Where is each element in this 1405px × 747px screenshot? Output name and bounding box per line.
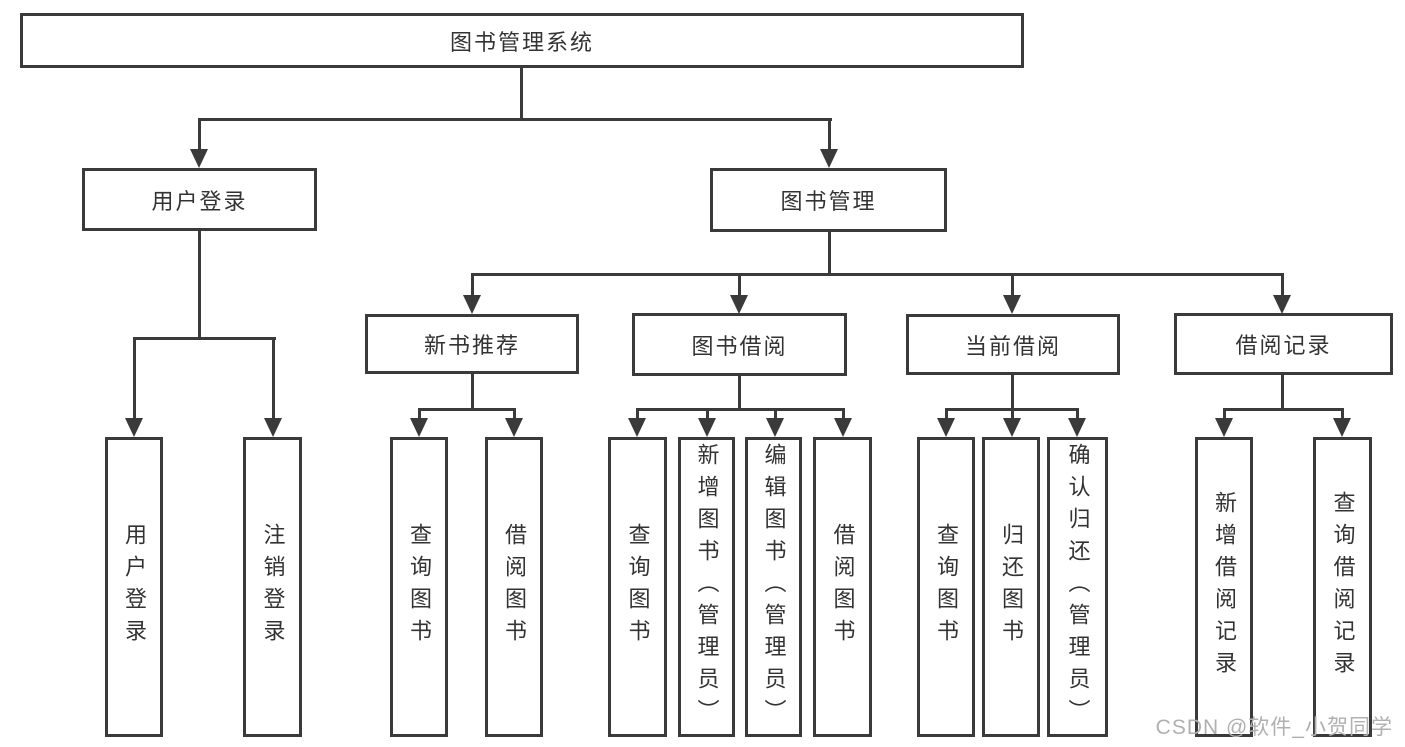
connector-stem-leaf-query-books-1 xyxy=(418,408,421,422)
leaf-logout: 注销登录 xyxy=(243,437,302,737)
arrowhead-leaf-query-books-3 xyxy=(937,418,955,437)
arrowhead-book-borrow xyxy=(730,295,748,314)
leaf-add-borrow-record-label: 新增借阅记录 xyxy=(1212,491,1237,683)
arrowhead-leaf-add-book xyxy=(698,418,716,437)
node-borrow-records-label: 借阅记录 xyxy=(1235,333,1332,358)
node-current-borrow: 当前借阅 xyxy=(906,314,1120,375)
arrowhead-leaf-edit-book xyxy=(766,418,784,437)
arrowhead-leaf-confirm-return xyxy=(1068,418,1086,437)
leaf-confirm-return-admin: 确认归还（管理员） xyxy=(1047,437,1108,737)
connector-stem-leaf-query-books-3 xyxy=(945,408,948,422)
connector-stem-leaf-confirm-return xyxy=(1076,408,1079,422)
node-user-login: 用户登录 xyxy=(82,168,317,231)
connector-stem-borrow-records xyxy=(1281,273,1284,298)
node-current-borrow-label: 当前借阅 xyxy=(964,333,1061,359)
watermark: CSDN @软件_小贺同学 xyxy=(1155,716,1393,739)
arrowhead-book-management xyxy=(820,149,838,168)
node-root-label: 图书管理系统 xyxy=(449,29,594,55)
leaf-borrow-books-2: 借阅图书 xyxy=(813,437,872,737)
leaf-query-books-3: 查询图书 xyxy=(917,437,975,737)
leaf-query-books-2-label: 查询图书 xyxy=(625,523,651,651)
leaf-add-borrow-record: 新增借阅记录 xyxy=(1195,437,1253,737)
connector-book-borrow-horizontal xyxy=(636,408,845,411)
node-new-book-recommend-label: 新书推荐 xyxy=(423,333,520,358)
leaf-query-books-1-label: 查询图书 xyxy=(407,523,432,651)
leaf-query-books-2: 查询图书 xyxy=(608,437,667,737)
leaf-edit-book-admin-label: 编辑图书（管理员） xyxy=(761,443,787,731)
connector-level1-horizontal xyxy=(198,118,832,121)
connector-borrow-records-horizontal xyxy=(1223,408,1344,411)
arrowhead-leaf-query-record xyxy=(1333,418,1351,437)
connector-stem-leaf-user-login xyxy=(133,337,136,422)
arrowhead-leaf-logout xyxy=(264,418,282,437)
arrowhead-new-book xyxy=(463,295,481,314)
arrowhead-borrow-records xyxy=(1273,295,1291,314)
connector-new-book-horizontal xyxy=(418,408,516,411)
connector-stem-user-login xyxy=(198,118,201,152)
leaf-borrow-books-2-label: 借阅图书 xyxy=(830,523,856,651)
connector-stem-book-management xyxy=(828,118,831,152)
connector-user-login-horizontal xyxy=(133,337,276,340)
node-new-book-recommend: 新书推荐 xyxy=(365,314,579,374)
connector-book-borrow-down xyxy=(738,376,741,411)
arrowhead-leaf-add-record xyxy=(1215,418,1233,437)
leaf-user-login: 用户登录 xyxy=(105,437,163,737)
leaf-edit-book-admin: 编辑图书（管理员） xyxy=(745,437,802,737)
connector-stem-leaf-edit-book xyxy=(774,408,777,422)
leaf-user-login-label: 用户登录 xyxy=(122,523,147,651)
leaf-query-books-3-label: 查询图书 xyxy=(934,523,959,651)
connector-level2-horizontal xyxy=(472,273,1284,276)
arrowhead-leaf-query-books-2 xyxy=(628,418,646,437)
leaf-query-books-1: 查询图书 xyxy=(390,437,448,737)
connector-current-borrow-down xyxy=(1011,374,1014,411)
connector-borrow-records-down xyxy=(1281,375,1284,411)
connector-stem-leaf-query-books-2 xyxy=(636,408,639,422)
leaf-query-borrow-record: 查询借阅记录 xyxy=(1313,437,1372,737)
connector-book-management-down xyxy=(828,231,831,276)
leaf-query-borrow-record-label: 查询借阅记录 xyxy=(1330,491,1356,683)
leaf-borrow-books-1-label: 借阅图书 xyxy=(502,523,527,651)
connector-stem-leaf-borrow-books-2 xyxy=(842,408,845,422)
arrowhead-leaf-borrow-books-2 xyxy=(834,418,852,437)
node-book-borrow: 图书借阅 xyxy=(632,313,847,376)
node-book-management-label: 图书管理 xyxy=(780,189,877,214)
connector-stem-leaf-add-record xyxy=(1223,408,1226,422)
connector-root-trunk xyxy=(520,68,523,121)
arrowhead-leaf-user-login xyxy=(125,418,143,437)
node-root: 图书管理系统 xyxy=(20,13,1024,68)
connector-stem-leaf-query-record xyxy=(1341,408,1344,422)
arrowhead-user-login xyxy=(190,149,208,168)
leaf-logout-label: 注销登录 xyxy=(260,523,286,651)
arrowhead-current-borrow xyxy=(1003,295,1021,314)
connector-stem-book-borrow xyxy=(738,273,741,298)
node-borrow-records: 借阅记录 xyxy=(1174,313,1393,375)
connector-stem-leaf-return-books xyxy=(1011,408,1014,422)
leaf-borrow-books-1: 借阅图书 xyxy=(485,437,543,737)
leaf-confirm-return-admin-label: 确认归还（管理员） xyxy=(1065,443,1091,731)
node-book-management: 图书管理 xyxy=(710,168,947,232)
connector-stem-leaf-logout xyxy=(272,337,275,422)
arrowhead-leaf-query-books-1 xyxy=(410,418,428,437)
leaf-return-books: 归还图书 xyxy=(982,437,1040,737)
connector-new-book-down xyxy=(471,374,474,411)
connector-stem-leaf-add-book xyxy=(706,408,709,422)
node-book-borrow-label: 图书借阅 xyxy=(691,333,788,359)
leaf-return-books-label: 归还图书 xyxy=(999,523,1024,651)
arrowhead-leaf-borrow-books-1 xyxy=(505,418,523,437)
connector-stem-current-borrow xyxy=(1011,273,1014,298)
connector-user-login-down xyxy=(198,230,201,340)
node-user-login-label: 用户登录 xyxy=(151,188,248,214)
arrowhead-leaf-return-books xyxy=(1003,418,1021,437)
connector-stem-new-book xyxy=(471,273,474,298)
leaf-add-book-admin: 新增图书（管理员） xyxy=(678,437,735,737)
connector-stem-leaf-borrow-books-1 xyxy=(513,408,516,422)
leaf-add-book-admin-label: 新增图书（管理员） xyxy=(694,443,720,731)
